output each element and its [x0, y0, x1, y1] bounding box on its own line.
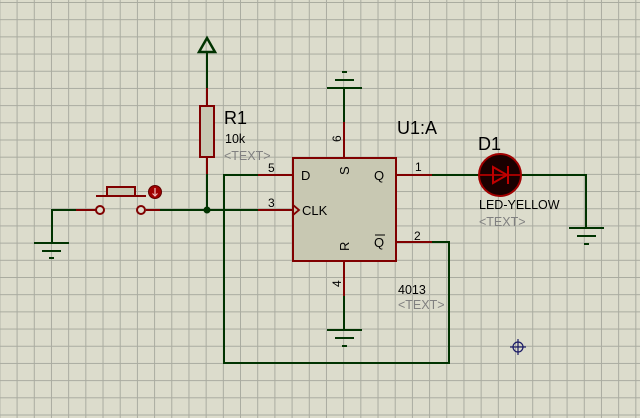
pin-name-r: R	[337, 242, 352, 251]
button-actuator-icon[interactable]	[148, 185, 162, 199]
wires	[51, 52, 587, 364]
wire-button-ground[interactable]	[51, 209, 76, 242]
diode-symbol-icon	[492, 165, 510, 185]
pin-number-q: 1	[415, 160, 422, 174]
pin-name-s: S	[337, 166, 352, 175]
flip-flop-body	[292, 157, 397, 262]
pin-name-qbar: Q	[374, 235, 384, 250]
resistor-r1[interactable]: R1 10k <TEXT>	[199, 88, 271, 174]
d1-text-placeholder: <TEXT>	[479, 215, 526, 229]
pin-number-clk: 3	[268, 196, 275, 210]
pin-number-s: 6	[330, 135, 344, 142]
pin-name-d: D	[301, 168, 310, 183]
clock-input-icon	[292, 204, 301, 216]
led-d1[interactable]: D1 LED-YELLOW <TEXT>	[478, 134, 560, 229]
power-terminal[interactable]	[196, 35, 218, 54]
ground-r-icon[interactable]	[327, 329, 362, 347]
flip-flop-u1a[interactable]: D CLK Q Q S R 5 3 1 2 6 4 U1:A 4013 <TEX…	[258, 118, 445, 312]
wire-led-ground[interactable]	[520, 174, 587, 228]
ground-s-icon[interactable]	[327, 71, 362, 89]
pin-name-clk: CLK	[302, 203, 328, 218]
u1-value-label: 4013	[398, 283, 426, 297]
push-button[interactable]	[76, 185, 162, 215]
button-cap	[106, 186, 136, 197]
u1-text-placeholder: <TEXT>	[398, 298, 445, 312]
u1-ref-label: U1:A	[397, 118, 437, 138]
pin-number-r: 4	[330, 280, 344, 287]
junction-dot	[203, 206, 211, 214]
wire-d-feedback[interactable]	[223, 174, 450, 364]
pin-number-qbar: 2	[414, 229, 421, 243]
pin-number-d: 5	[268, 161, 275, 175]
origin-marker-icon	[510, 339, 526, 355]
d1-value-label: LED-YELLOW	[479, 198, 560, 212]
r1-ref-label: R1	[224, 108, 247, 128]
r1-value-label: 10k	[225, 132, 246, 146]
power-arrow-icon	[196, 35, 218, 54]
ground-led-icon[interactable]	[569, 227, 604, 245]
resistor-body	[199, 105, 215, 158]
d1-ref-label: D1	[478, 134, 501, 154]
ground-switch-icon[interactable]	[34, 242, 69, 259]
pin-name-q: Q	[374, 168, 384, 183]
r1-text-placeholder: <TEXT>	[224, 149, 271, 163]
